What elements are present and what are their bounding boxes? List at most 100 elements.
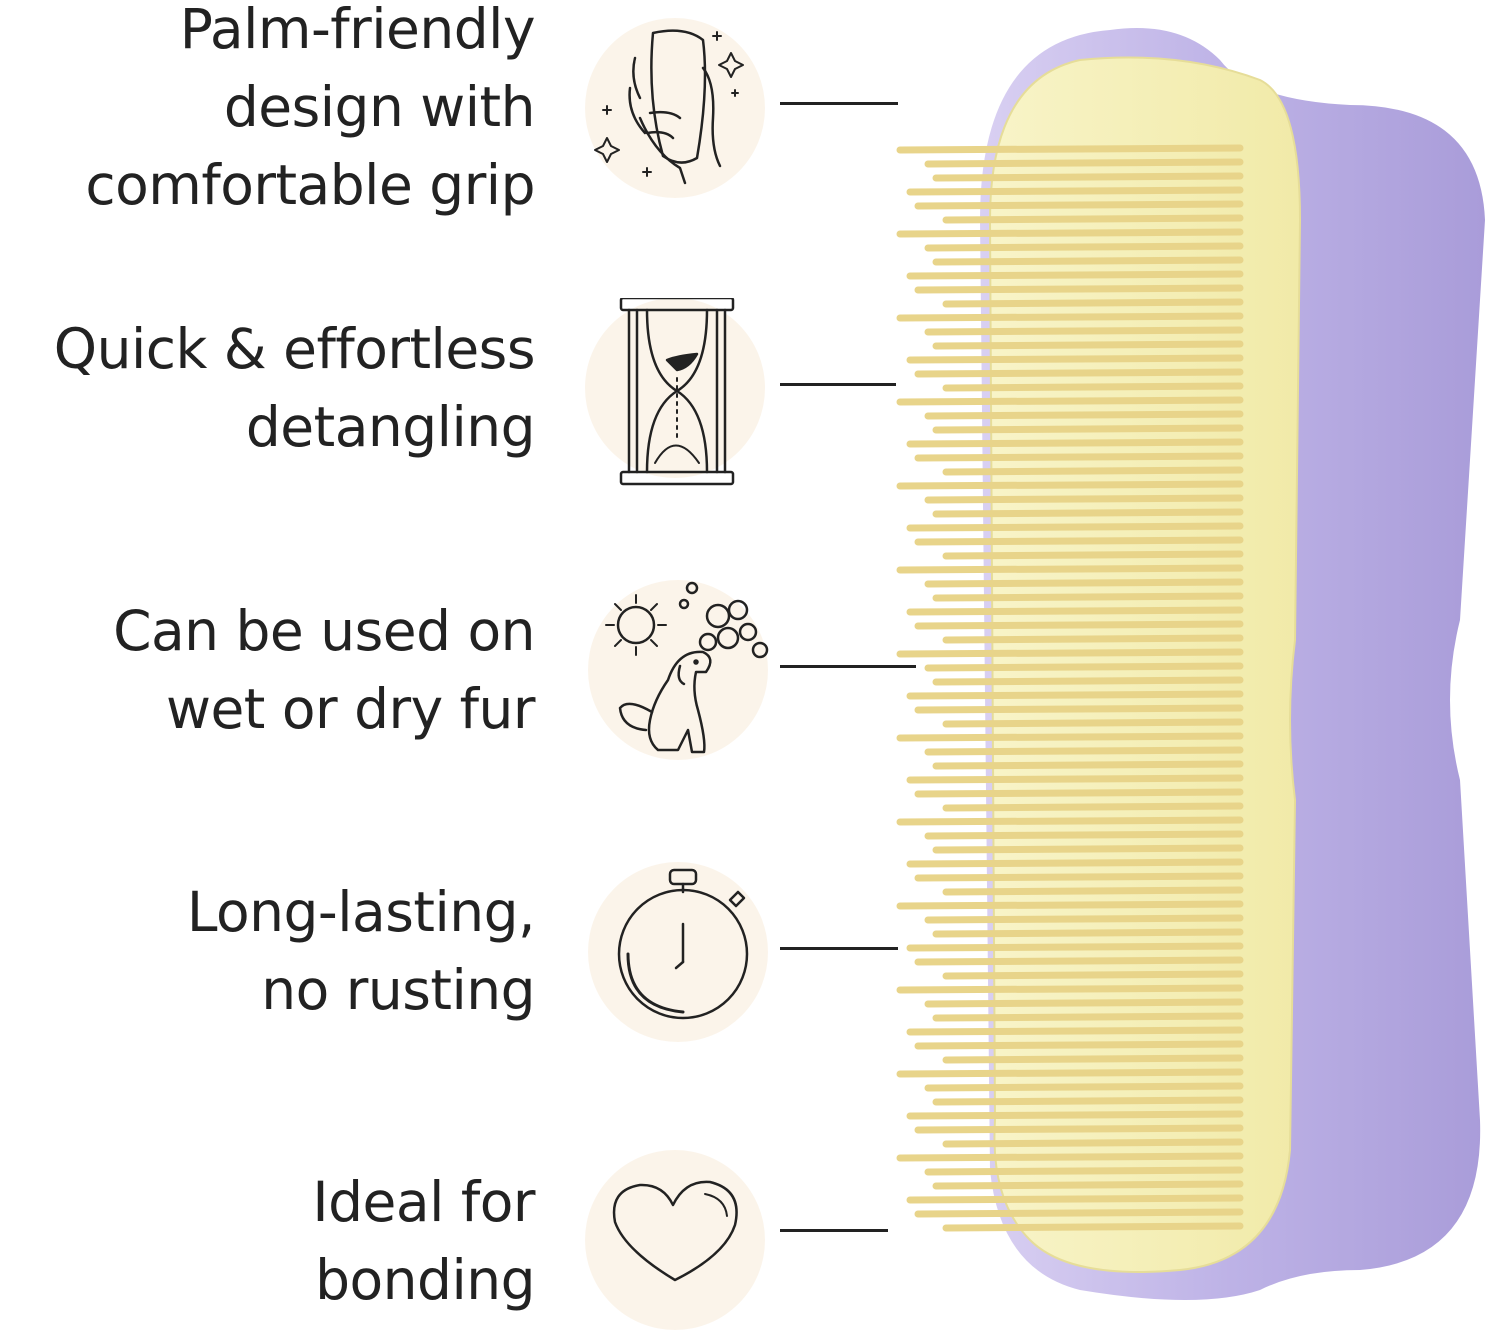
bristle bbox=[932, 172, 1244, 182]
feature-line: design with bbox=[223, 75, 536, 139]
bristle bbox=[942, 1054, 1244, 1064]
bristle bbox=[906, 1026, 1244, 1036]
bristle bbox=[924, 830, 1244, 840]
connector-line bbox=[780, 102, 898, 105]
bristle bbox=[942, 550, 1244, 560]
feature-text-palm-friendly: Palm-friendly design with comfortable gr… bbox=[0, 0, 535, 224]
feature-line: Can be used on bbox=[113, 599, 535, 663]
bristle bbox=[914, 284, 1244, 294]
bristle bbox=[924, 746, 1244, 756]
bristle bbox=[896, 564, 1244, 574]
stopwatch-icon bbox=[588, 862, 768, 1042]
bristle bbox=[896, 816, 1244, 826]
bristle bbox=[896, 900, 1244, 910]
bristle bbox=[942, 298, 1244, 308]
hourglass-icon bbox=[585, 298, 765, 486]
bristle bbox=[942, 466, 1244, 476]
bristle bbox=[932, 1012, 1244, 1022]
bristle bbox=[906, 438, 1244, 448]
bristle bbox=[942, 634, 1244, 644]
feature-text-wet-or-dry: Can be used on wet or dry fur bbox=[0, 592, 535, 748]
feature-line: comfortable grip bbox=[85, 153, 535, 217]
feature-line: Palm-friendly bbox=[179, 0, 536, 61]
bristle bbox=[906, 774, 1244, 784]
feature-line: Ideal for bbox=[312, 1170, 535, 1234]
bristle bbox=[914, 452, 1244, 462]
bristle bbox=[924, 410, 1244, 420]
bristle bbox=[932, 760, 1244, 770]
bristle bbox=[942, 802, 1244, 812]
feature-line: wet or dry fur bbox=[165, 677, 536, 741]
feature-line: detangling bbox=[245, 395, 536, 459]
connector-line bbox=[780, 947, 898, 950]
bristle bbox=[924, 1166, 1244, 1176]
bristle bbox=[932, 424, 1244, 434]
bristle bbox=[914, 788, 1244, 798]
bristle bbox=[924, 242, 1244, 252]
bristle bbox=[906, 186, 1244, 196]
bristle bbox=[906, 354, 1244, 364]
bristle bbox=[914, 1208, 1244, 1218]
bristle bbox=[906, 1194, 1244, 1204]
bristle bbox=[914, 1040, 1244, 1050]
bristle bbox=[914, 536, 1244, 546]
connector-line bbox=[780, 1229, 888, 1232]
bristle bbox=[932, 256, 1244, 266]
feature-line: bonding bbox=[315, 1248, 535, 1312]
bristle bbox=[896, 1068, 1244, 1078]
bristle bbox=[914, 956, 1244, 966]
connector-line bbox=[780, 383, 896, 386]
bristle bbox=[914, 620, 1244, 630]
bristle bbox=[932, 1096, 1244, 1106]
bristle bbox=[906, 942, 1244, 952]
bristle bbox=[924, 914, 1244, 924]
bristle bbox=[942, 886, 1244, 896]
feature-text-bonding: Ideal for bonding bbox=[0, 1163, 535, 1319]
bristle bbox=[914, 872, 1244, 882]
bristle bbox=[932, 592, 1244, 602]
bristle bbox=[906, 606, 1244, 616]
bristle bbox=[896, 228, 1244, 238]
bristle bbox=[932, 508, 1244, 518]
dog-sun-bubbles-icon bbox=[588, 580, 769, 760]
bristle bbox=[924, 998, 1244, 1008]
bristle bbox=[896, 732, 1244, 742]
bristle bbox=[942, 1222, 1244, 1232]
bristle bbox=[896, 480, 1244, 490]
bristle bbox=[932, 928, 1244, 938]
bristle bbox=[896, 312, 1244, 322]
detangling-brush-image bbox=[896, 28, 1485, 1300]
hand-holding-brush-icon bbox=[585, 18, 765, 198]
bristle bbox=[906, 522, 1244, 532]
bristle bbox=[942, 214, 1244, 224]
bristle bbox=[914, 368, 1244, 378]
bristle bbox=[914, 1124, 1244, 1134]
bristle bbox=[924, 662, 1244, 672]
feature-line: Long-lasting, bbox=[186, 880, 536, 944]
bristle bbox=[914, 704, 1244, 714]
bristle bbox=[942, 970, 1244, 980]
bristle bbox=[906, 270, 1244, 280]
bristle bbox=[924, 578, 1244, 588]
connector-line bbox=[780, 665, 916, 668]
bristle bbox=[942, 382, 1244, 392]
bristle bbox=[932, 340, 1244, 350]
bristle bbox=[932, 676, 1244, 686]
bristle bbox=[932, 844, 1244, 854]
bristle bbox=[906, 1110, 1244, 1120]
feature-text-long-lasting: Long-lasting, no rusting bbox=[0, 873, 536, 1029]
feature-text-detangling: Quick & effortless detangling bbox=[0, 310, 536, 466]
bristle bbox=[896, 1152, 1244, 1162]
bristle bbox=[906, 690, 1244, 700]
feature-line: Quick & effortless bbox=[53, 317, 536, 381]
bristle bbox=[896, 396, 1244, 406]
bristle bbox=[942, 718, 1244, 728]
bristle bbox=[914, 200, 1244, 210]
bristle bbox=[896, 144, 1244, 154]
bristle bbox=[924, 494, 1244, 504]
heart-icon bbox=[585, 1150, 765, 1330]
bristle bbox=[942, 1138, 1244, 1148]
feature-line: no rusting bbox=[261, 958, 535, 1022]
bristle bbox=[924, 326, 1244, 336]
bristle bbox=[906, 858, 1244, 868]
